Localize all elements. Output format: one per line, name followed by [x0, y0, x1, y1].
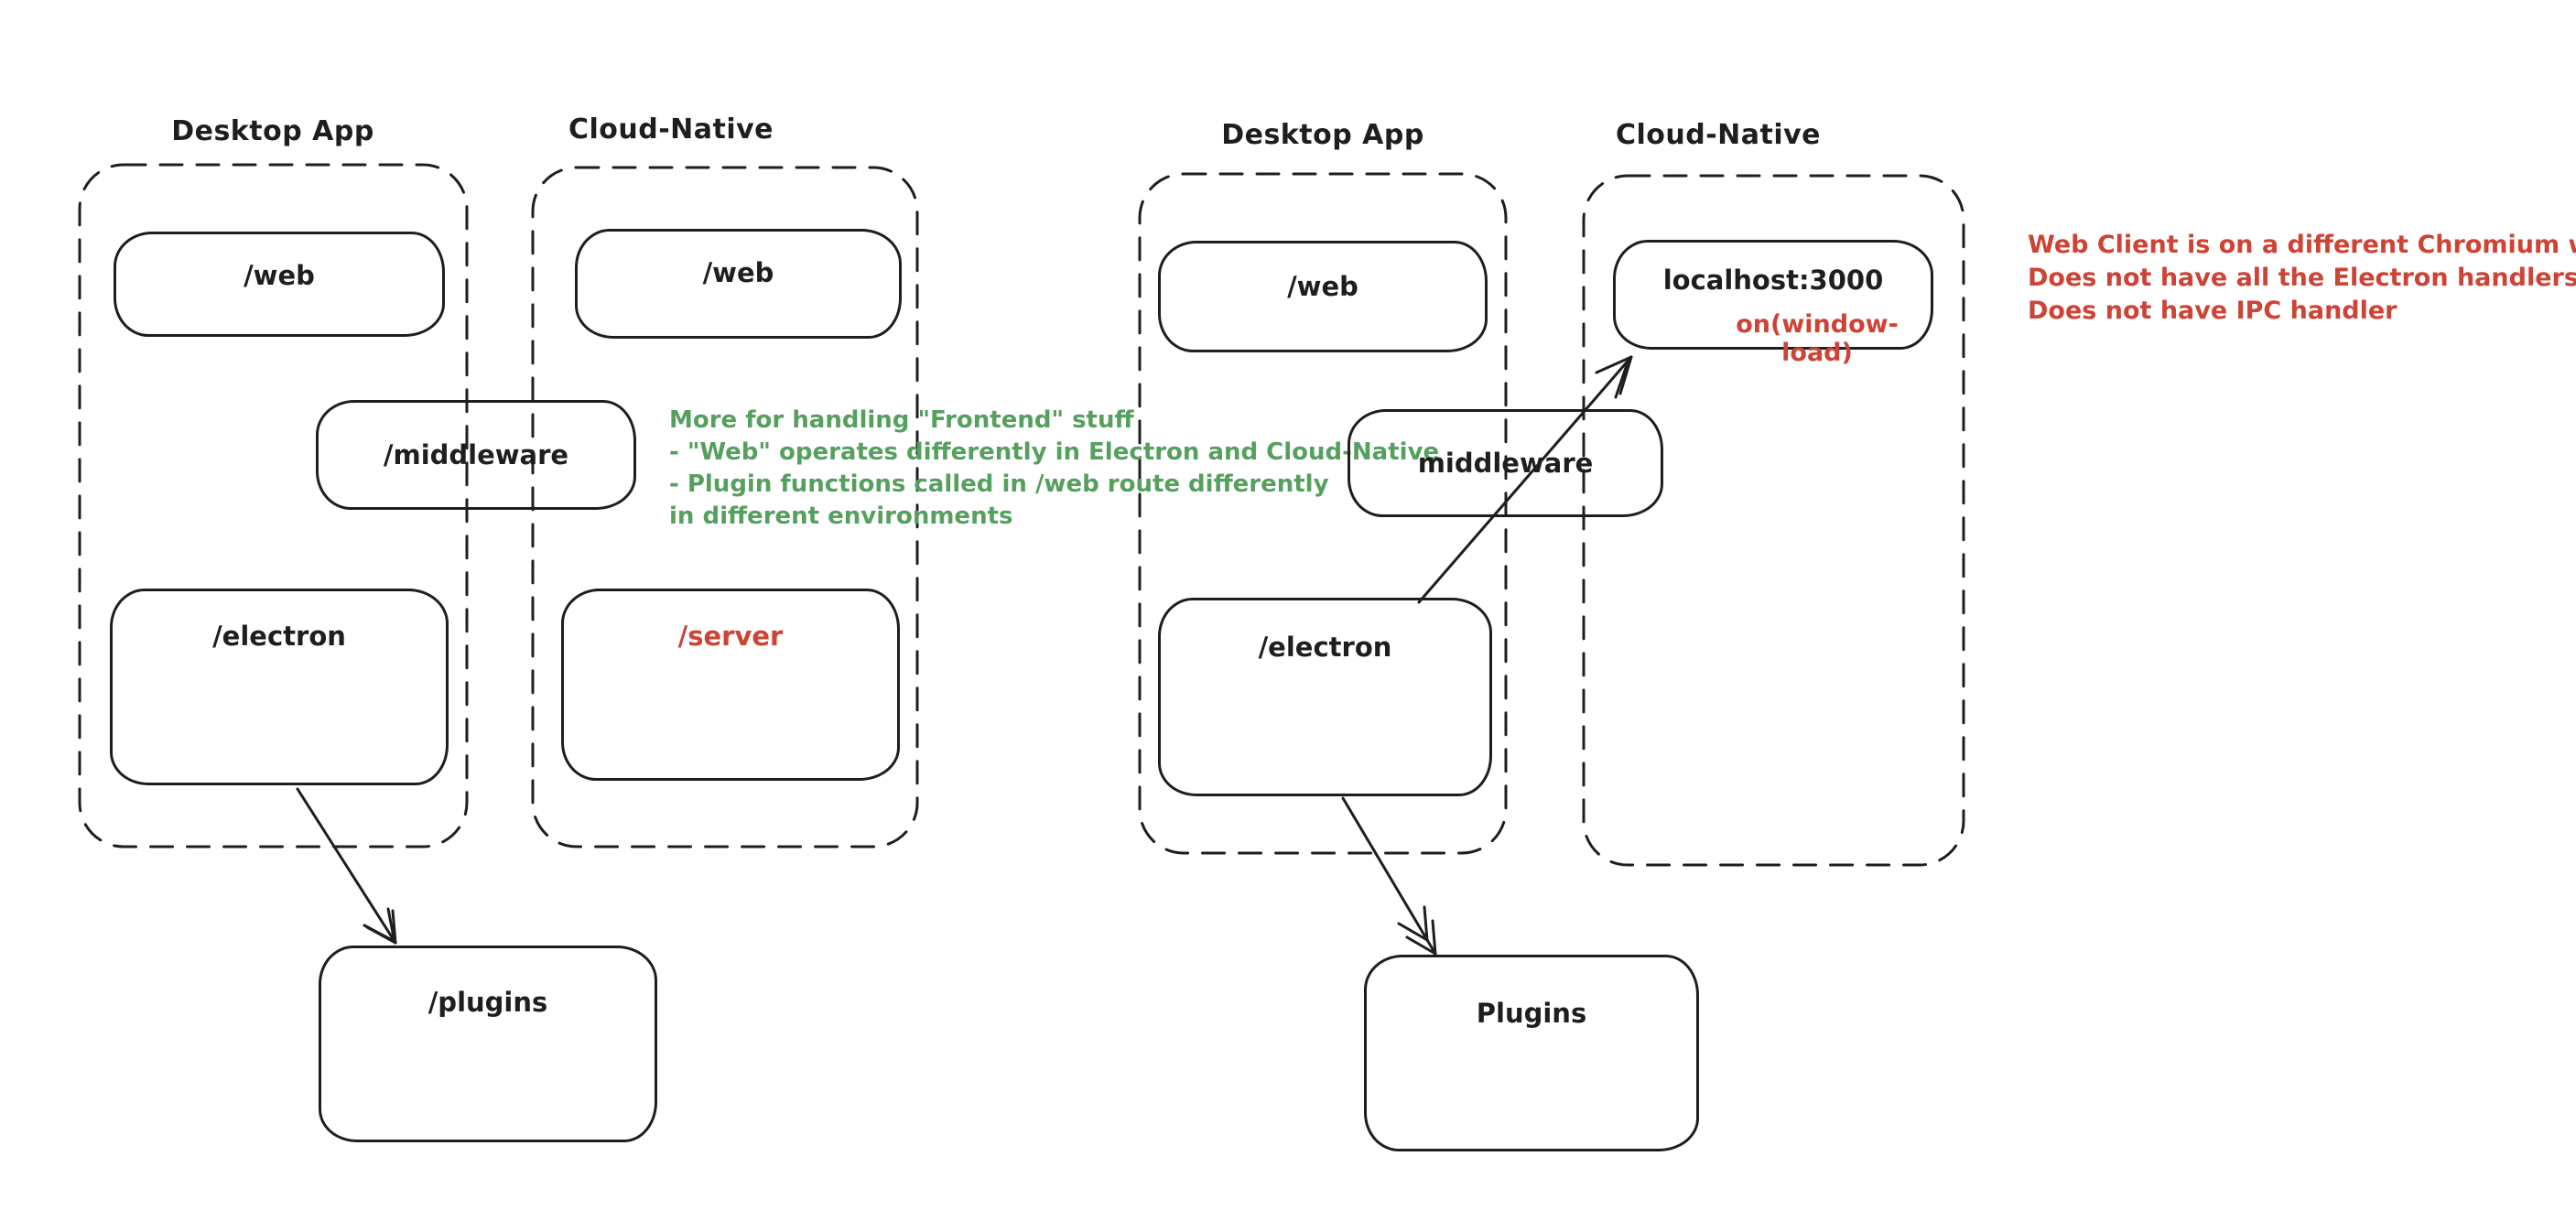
- box-middleware-right-label: middleware: [1417, 448, 1594, 479]
- note-green-line-2: - "Web" operates differently in Electron…: [669, 438, 1440, 466]
- box-server-left: /server: [561, 589, 900, 781]
- arrow-electron-to-plugins-right: [1341, 796, 1437, 956]
- box-electron-right-label: /electron: [1258, 632, 1392, 663]
- box-web-cloud-left: /web: [575, 229, 902, 339]
- label-cloud-native-right: Cloud-Native: [1615, 119, 1822, 151]
- box-web-desktop-left: /web: [114, 232, 445, 337]
- box-web-desktop-right-label: /web: [1287, 271, 1358, 302]
- box-plugins-right: Plugins: [1364, 955, 1699, 1151]
- box-web-cloud-left-label: /web: [702, 257, 774, 288]
- note-red-line-1: Web Client is on a different Chromium wi…: [2028, 231, 2576, 259]
- box-plugins-right-label: Plugins: [1476, 998, 1587, 1029]
- label-desktop-app-right: Desktop App: [1221, 119, 1424, 151]
- window-load-handler-label: on(window-load): [1736, 310, 1899, 367]
- label-cloud-native-left: Cloud-Native: [568, 113, 774, 146]
- note-red-line-2: Does not have all the Electron handlers: [2028, 264, 2576, 292]
- box-localhost: localhost:3000 on(window-load): [1613, 240, 1933, 367]
- note-red-line-3: Does not have IPC handler: [2028, 297, 2397, 325]
- note-green-line-1: More for handling "Frontend" stuff: [669, 406, 1134, 434]
- note-green: More for handling "Frontend" stuff - "We…: [669, 405, 1439, 533]
- box-plugins-left-label: /plugins: [428, 987, 548, 1018]
- box-middleware-right: middleware: [1348, 409, 1663, 517]
- box-middleware-left: /middleware: [316, 400, 636, 510]
- box-web-desktop-right: /web: [1158, 241, 1488, 352]
- label-desktop-app-left: Desktop App: [171, 115, 374, 147]
- arrow-electron-to-plugins-left: [296, 787, 397, 945]
- box-middleware-left-label: /middleware: [383, 439, 569, 470]
- note-green-line-3: - Plugin functions called in /web route …: [669, 470, 1329, 498]
- box-electron-left-label: /electron: [212, 621, 346, 652]
- box-server-left-label: /server: [677, 621, 784, 652]
- box-localhost-label: localhost:3000: [1662, 265, 1884, 296]
- note-red: Web Client is on a different Chromium wi…: [2028, 229, 2576, 328]
- box-electron-left: /electron: [110, 589, 449, 785]
- box-web-desktop-left-label: /web: [244, 260, 315, 291]
- box-electron-right: /electron: [1158, 598, 1492, 796]
- note-green-line-4: in different environments: [669, 503, 1013, 530]
- box-plugins-left: /plugins: [319, 946, 657, 1142]
